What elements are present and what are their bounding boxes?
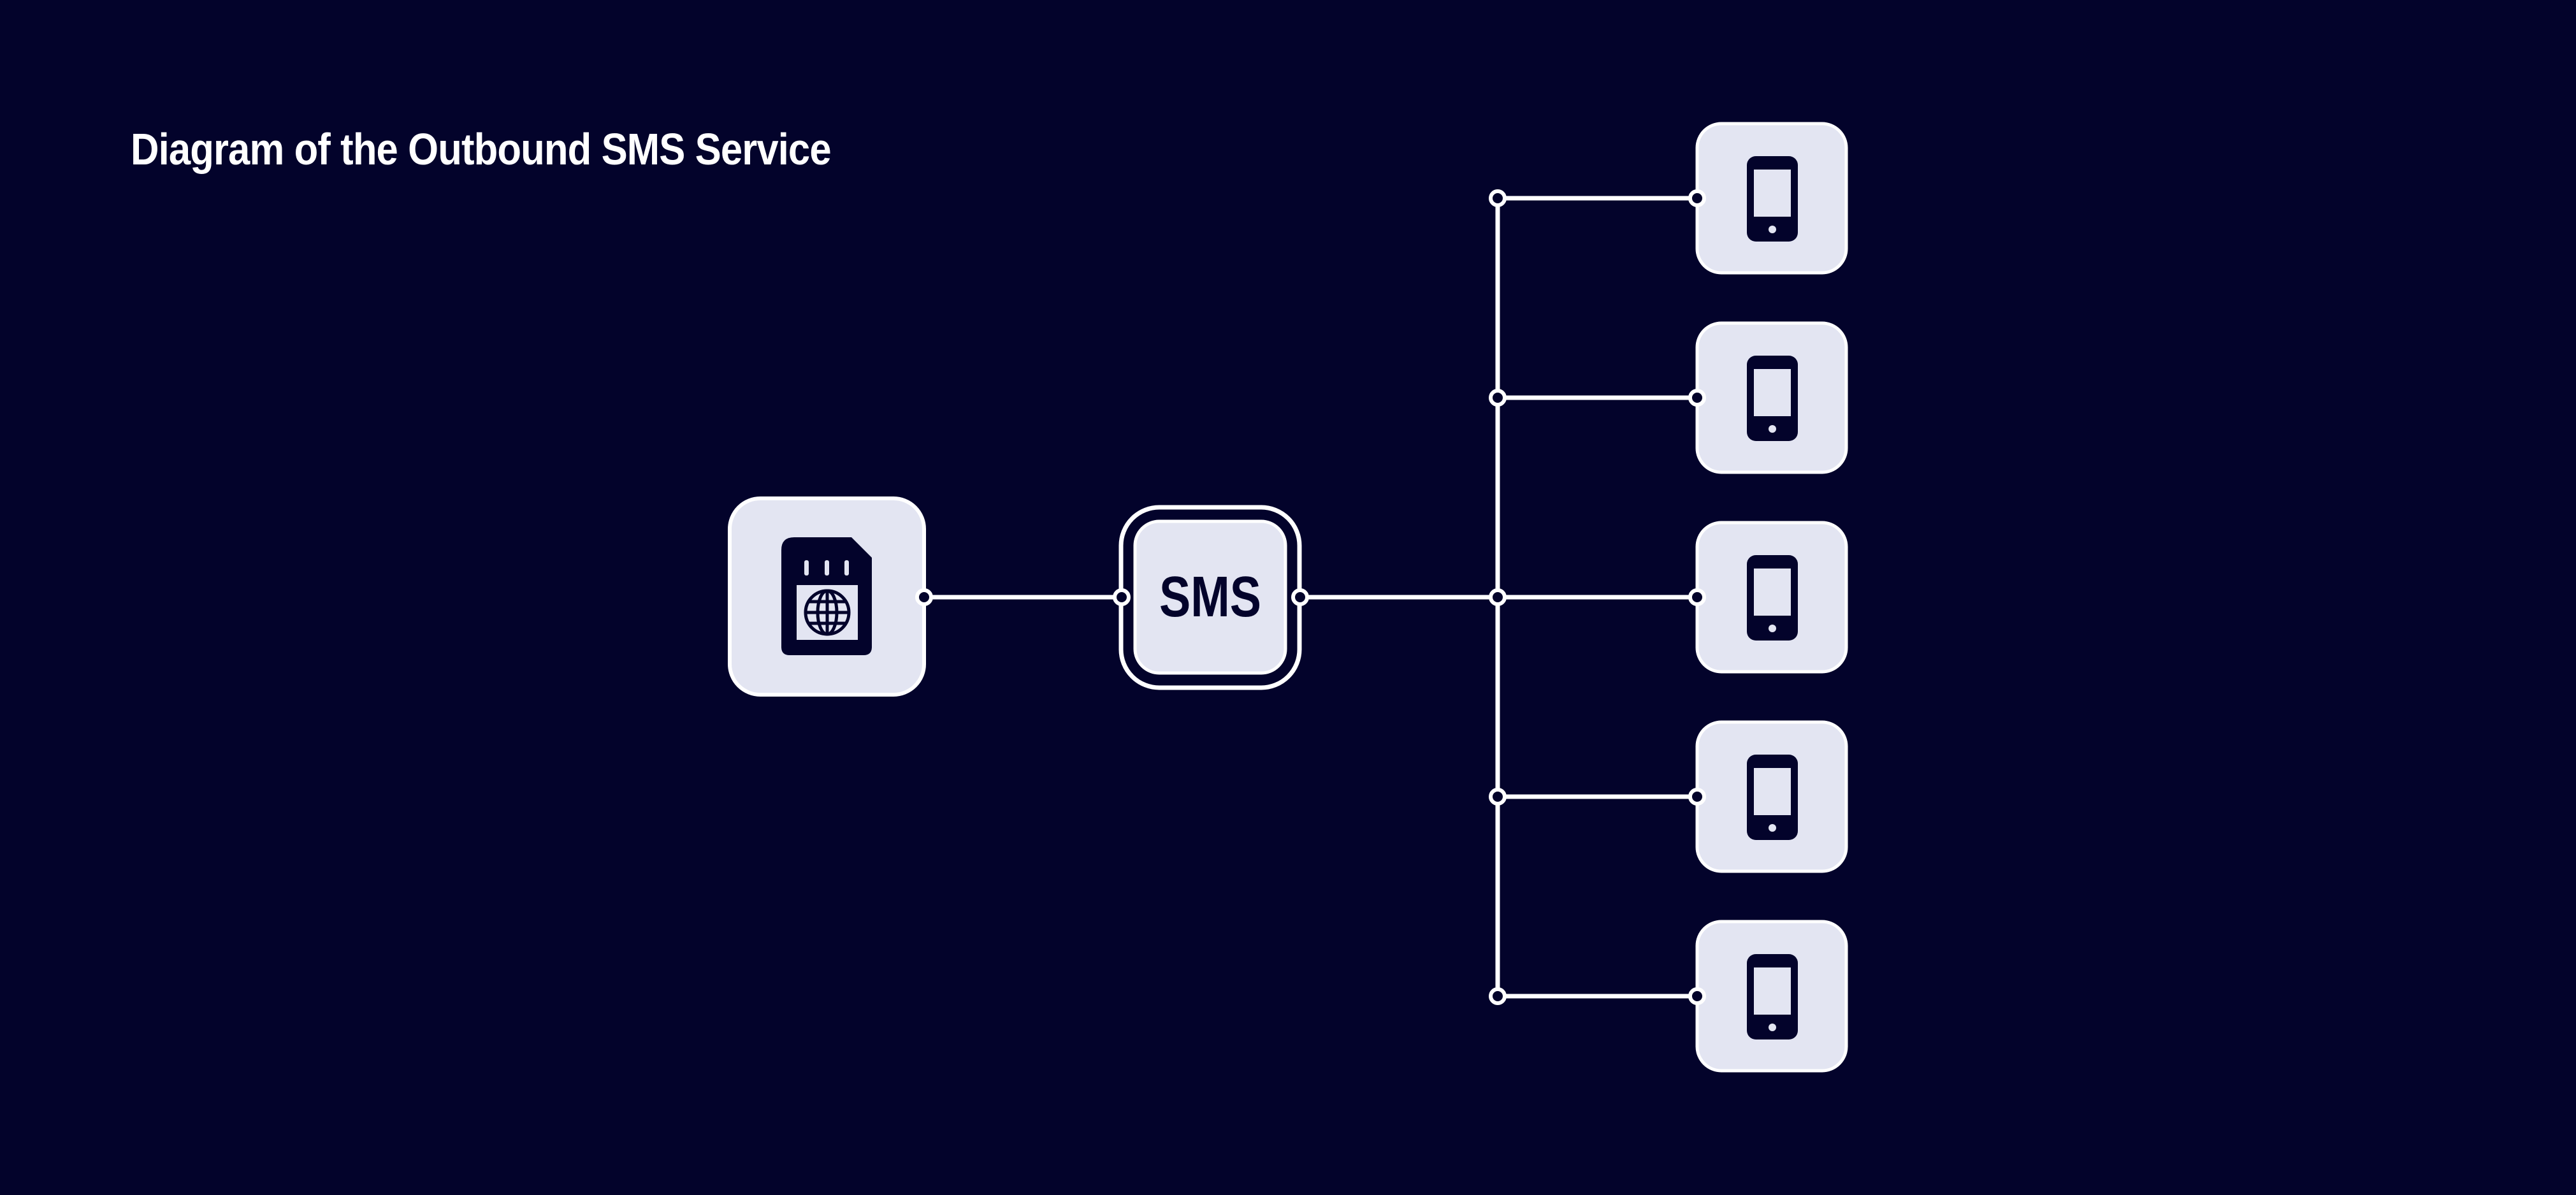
port-phone-4 (1688, 788, 1706, 806)
mobile-phone-icon (1747, 156, 1798, 242)
mobile-phone-icon (1747, 555, 1798, 641)
port-phone-3 (1688, 588, 1706, 606)
phone-node (1695, 321, 1848, 474)
port-phone-2 (1688, 389, 1706, 407)
junction-3 (1489, 588, 1507, 606)
phone-node (1695, 720, 1848, 873)
connectors (924, 196, 1697, 999)
port-phone-1 (1688, 189, 1706, 207)
port-sim-out (915, 588, 933, 606)
sim-node (728, 496, 926, 697)
junction-1 (1489, 189, 1507, 207)
sms-node: SMS (1118, 505, 1302, 690)
port-sms-in (1113, 588, 1131, 606)
mobile-phone-icon (1747, 356, 1798, 441)
phone-node (1695, 920, 1848, 1073)
sim-card-globe-icon (781, 537, 872, 655)
junction-4 (1489, 788, 1507, 806)
mobile-phone-icon (1747, 755, 1798, 840)
connection-points (915, 189, 1706, 1005)
diagram-title: Diagram of the Outbound SMS Service (131, 124, 832, 174)
sms-label: SMS (1159, 565, 1261, 629)
phone-node (1695, 122, 1848, 275)
mobile-phone-icon (1747, 954, 1798, 1039)
port-phone-5 (1688, 987, 1706, 1005)
junction-5 (1489, 987, 1507, 1005)
port-sms-out (1291, 588, 1309, 606)
junction-2 (1489, 389, 1507, 407)
phone-node (1695, 521, 1848, 674)
